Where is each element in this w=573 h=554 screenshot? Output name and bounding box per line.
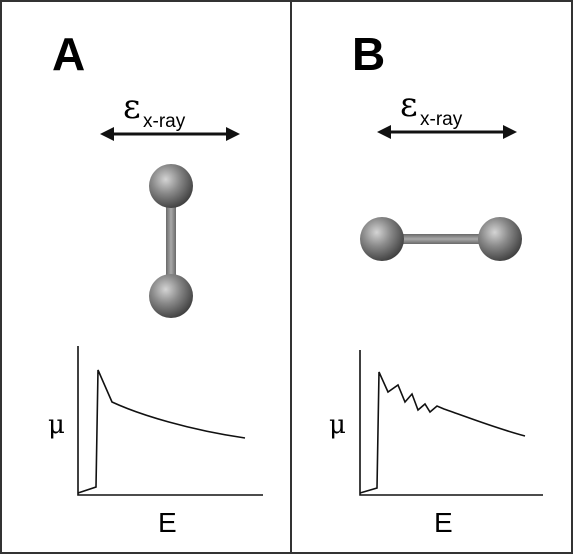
panel-a-atom-top — [149, 164, 193, 208]
panel-b-letter: B — [352, 28, 385, 80]
panel-a-letter: A — [52, 28, 85, 80]
panel-a-polarization: ε x-ray — [100, 87, 240, 141]
panel-b-double-arrow — [377, 125, 517, 139]
panel-a-absorption-curve — [77, 369, 246, 494]
panel-b-absorption-curve — [359, 371, 526, 494]
panel-a-plot: μ E — [48, 346, 263, 538]
panel-b-atom-left — [360, 217, 404, 261]
panel-b-molecule — [360, 217, 522, 261]
panel-a-epsilon: ε — [123, 87, 141, 127]
panel-b-atom-right — [478, 217, 522, 261]
panel-a: A ε x-ray μ E — [48, 28, 263, 538]
panel-b-epsilon-subscript: x-ray — [420, 109, 463, 130]
panel-a-bond — [166, 196, 176, 298]
panel-a-xlabel: E — [158, 507, 177, 538]
panel-b-ylabel: μ — [329, 410, 346, 440]
panel-b: B ε x-ray μ E — [329, 28, 543, 538]
panel-a-axes — [77, 346, 263, 496]
panel-a-double-arrow — [100, 127, 240, 141]
panel-b-plot: μ E — [329, 350, 543, 538]
panel-b-xlabel: E — [434, 507, 453, 538]
panel-b-bond — [392, 234, 496, 244]
panel-b-axes — [359, 350, 543, 496]
panel-a-atom-bottom — [149, 274, 193, 318]
panel-a-epsilon-subscript: x-ray — [143, 111, 186, 132]
panel-b-polarization: ε x-ray — [377, 85, 517, 139]
panel-a-ylabel: μ — [48, 410, 65, 440]
panel-b-epsilon: ε — [400, 85, 418, 125]
panel-a-molecule — [149, 164, 193, 318]
